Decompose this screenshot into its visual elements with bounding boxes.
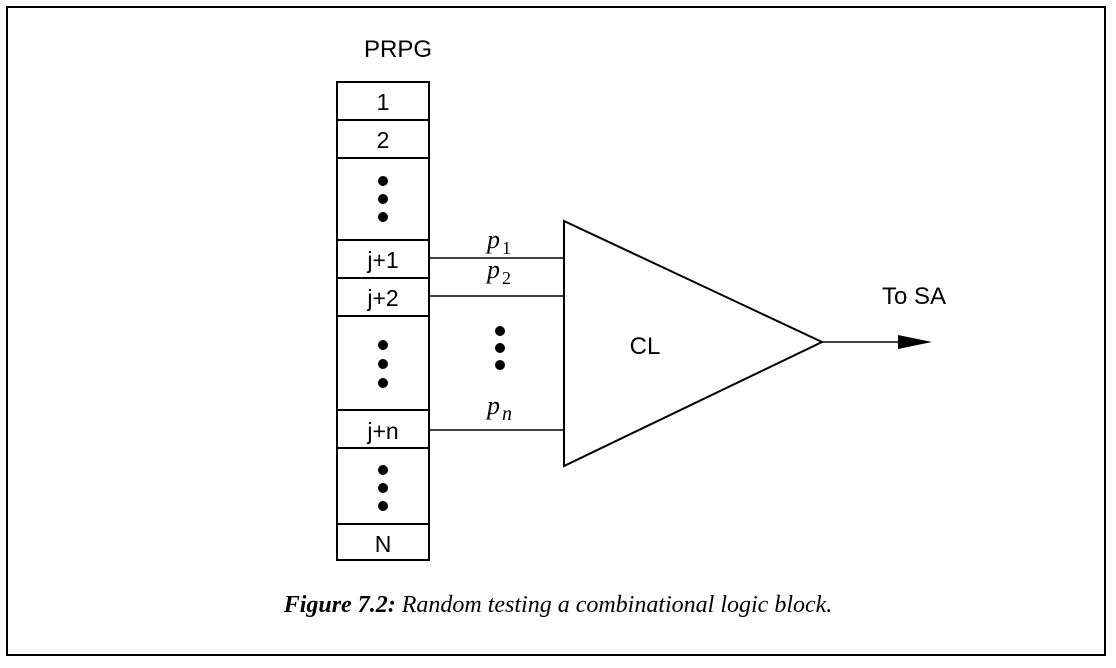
cl-block xyxy=(563,219,825,468)
ellipsis-dots xyxy=(378,465,388,511)
caption-text: Random testing a combinational logic blo… xyxy=(396,592,833,618)
ellipsis-dots xyxy=(378,176,388,222)
ellipsis-dots xyxy=(495,326,505,370)
register-outline xyxy=(336,81,430,561)
cell-j2-label: j+2 xyxy=(366,285,398,311)
prpg-register: 1 2 j+1 j+2 j+n N xyxy=(336,81,430,561)
figure-caption: Figure 7.2: Random testing a combination… xyxy=(283,592,833,618)
output-label: To SA xyxy=(882,283,946,310)
caption-figure-number: Figure 7.2: xyxy=(283,592,396,618)
cell-2-label: 2 xyxy=(377,127,390,153)
prpg-title: PRPG xyxy=(364,36,432,63)
cell-n-label: N xyxy=(375,531,392,557)
figure-frame xyxy=(6,6,1106,656)
cell-j1-label: j+1 xyxy=(366,247,398,273)
cl-label: CL xyxy=(630,333,661,360)
arrow-head-icon xyxy=(898,335,932,349)
cell-jn-label: j+n xyxy=(366,418,398,444)
ellipsis-dots xyxy=(378,340,388,388)
cell-1-label: 1 xyxy=(377,89,390,115)
